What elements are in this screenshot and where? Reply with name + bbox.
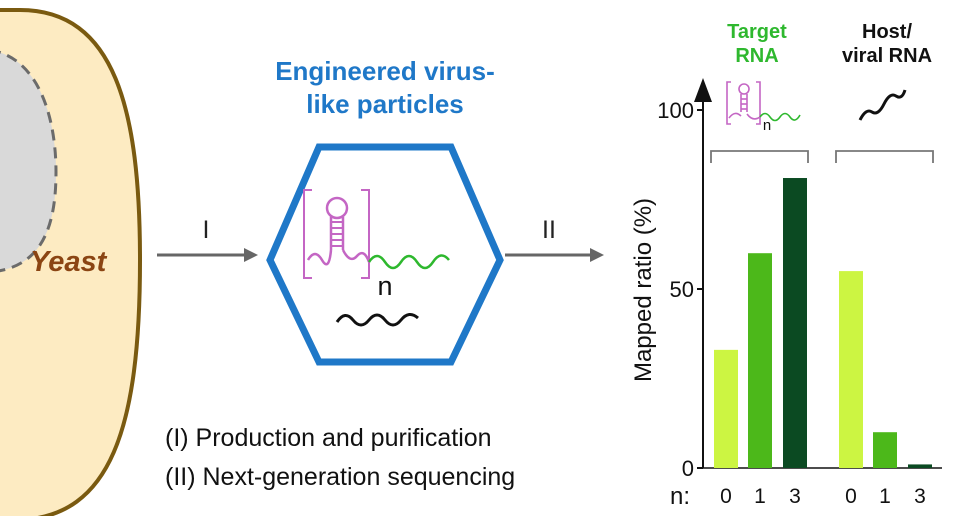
group-target-line2: RNA — [735, 45, 778, 67]
x-tick-label: 3 — [914, 485, 926, 508]
caption-line2: (II) Next-generation sequencing — [165, 463, 515, 491]
vlp-capsid-hexagon — [266, 143, 504, 366]
host-rna-glyph — [858, 89, 907, 121]
step-2-label: II — [542, 216, 556, 244]
step-1-arrow: I — [157, 216, 258, 262]
group-host-line2: viral RNA — [842, 45, 932, 67]
vlp-n-label: n — [377, 271, 392, 301]
host-group-bracket — [835, 150, 934, 163]
bar-target-n3 — [783, 178, 807, 468]
rna-hairpin-icon — [306, 196, 371, 266]
bar-host-n0 — [839, 271, 863, 468]
group-host-line1: Host/ — [862, 21, 912, 43]
x-tick-label: 1 — [754, 485, 766, 508]
n-axis-prefix: n: — [670, 483, 690, 510]
yeast-label: Yeast — [30, 246, 108, 278]
rna-bracket-left — [303, 189, 312, 279]
rna-repeat-wave — [367, 254, 450, 270]
target-rna-glyph — [726, 81, 801, 125]
y-tick-label: 0 — [682, 456, 694, 481]
step-1-label: I — [203, 216, 210, 244]
y-axis-label: Mapped ratio (%) — [630, 198, 657, 382]
y-tick-label: 100 — [657, 98, 694, 123]
caption-line1: (I) Production and purification — [165, 424, 492, 452]
x-tick-label: 3 — [789, 485, 801, 508]
target-group-bracket — [710, 150, 809, 163]
yeast-cell: Yeast — [0, 8, 143, 516]
bar-host-n3 — [908, 464, 932, 468]
bars — [714, 178, 932, 468]
y-ticks: 0 50 100 — [657, 98, 703, 481]
yeast-nucleus — [0, 50, 58, 273]
bar-target-n0 — [714, 349, 738, 468]
vlp-title-line2: like particles — [306, 89, 464, 119]
rna-bracket-right — [361, 189, 370, 279]
host-rna-wave — [335, 313, 419, 327]
step-2-arrow: II — [505, 216, 604, 262]
virus-like-particle: n — [266, 143, 504, 366]
group-target-line1: Target — [727, 21, 787, 43]
vlp-title-line1: Engineered virus- — [275, 56, 495, 86]
y-axis-arrowhead — [694, 78, 712, 102]
legend-n-label: n — [763, 117, 771, 134]
bar-host-n1 — [873, 432, 897, 468]
x-tick-label: 0 — [720, 485, 732, 508]
bar-target-n1 — [748, 253, 772, 468]
y-tick-label: 50 — [670, 277, 694, 302]
x-tick-label: 0 — [845, 485, 857, 508]
x-tick-label: 1 — [879, 485, 891, 508]
